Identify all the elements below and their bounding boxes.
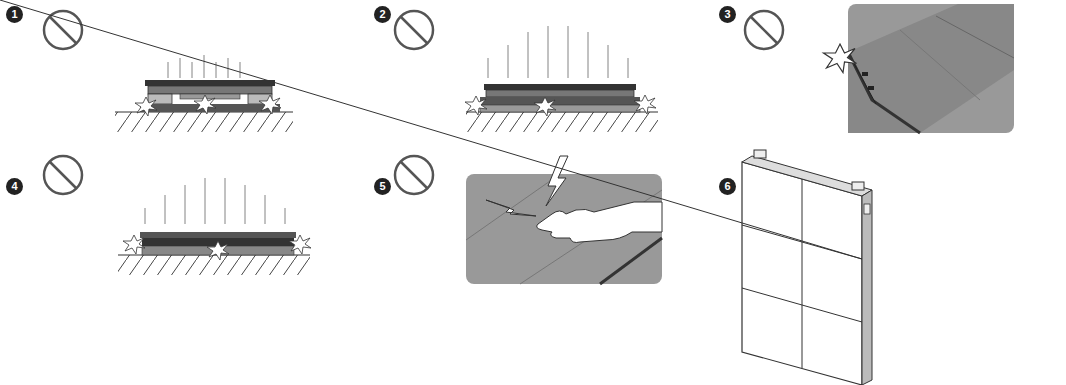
panel-4-drop-face-down <box>118 178 311 275</box>
callout-number: 3 <box>719 6 736 23</box>
panel-2-drop-flat <box>465 26 658 132</box>
panel-6-video-wall <box>0 0 872 385</box>
callout-number: 1 <box>6 6 23 23</box>
prohibition-sign <box>44 156 82 194</box>
callout-number: 4 <box>6 178 23 195</box>
callout-number: 2 <box>374 6 391 23</box>
callout-number: 6 <box>719 178 736 195</box>
prohibition-sign <box>395 11 433 49</box>
panel-3-corner-impact <box>824 4 1015 133</box>
callout-number: 5 <box>374 178 391 195</box>
prohibition-sign <box>395 156 433 194</box>
panel-1-drop-on-feet <box>115 55 293 132</box>
prohibition-sign <box>44 11 82 49</box>
panel-5-touch-screen <box>466 156 662 284</box>
prohibition-sign <box>745 11 783 49</box>
